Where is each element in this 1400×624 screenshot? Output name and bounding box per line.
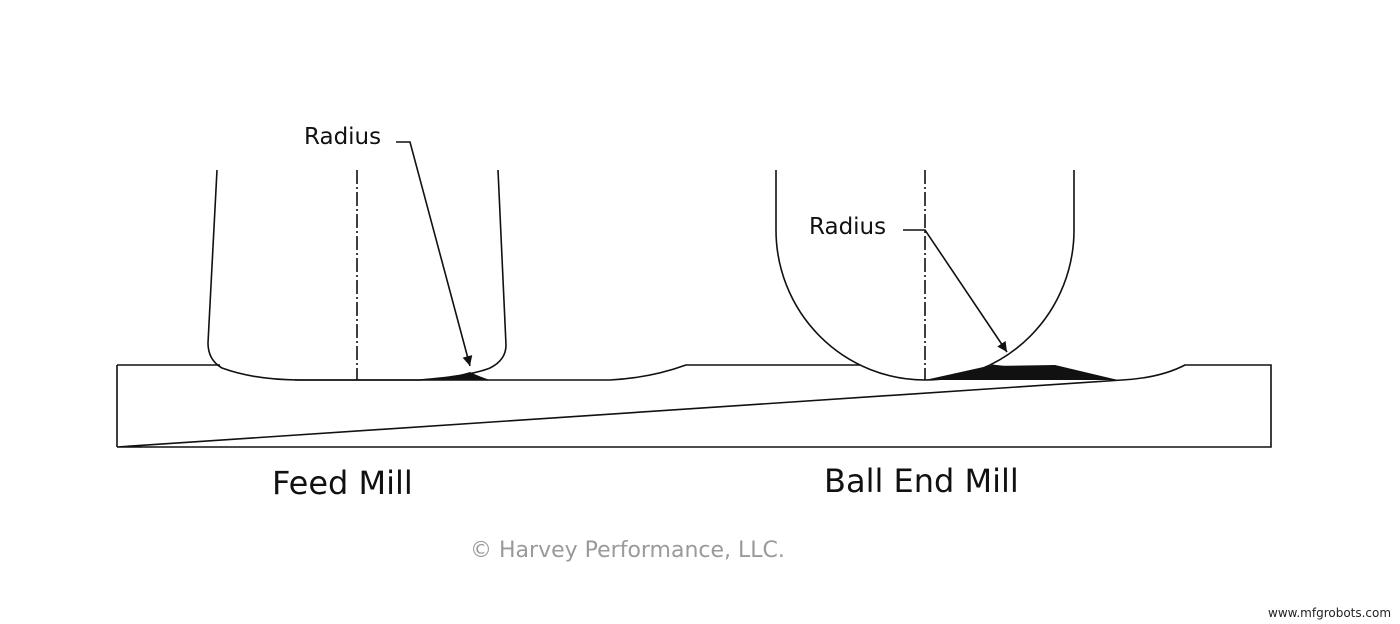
ball-end-mill-radius-leader	[903, 229, 1008, 353]
feed-mill-radius-leader	[396, 141, 473, 367]
feed-mill-scallop	[420, 372, 490, 380]
feed-mill-radius-label: Radius	[304, 124, 382, 150]
feed-mill-caption: Feed Mill	[272, 464, 413, 502]
feed-mill-tool	[207, 169, 507, 381]
copyright-notice: © Harvey Performance, LLC.	[470, 538, 785, 563]
ball-end-mill-scallop	[925, 365, 1118, 380]
watermark: www.mfgrobots.com	[1268, 606, 1392, 620]
ball-end-mill-caption: Ball End Mill	[824, 462, 1019, 500]
ball-end-mill-radius-label: Radius	[809, 214, 887, 240]
workpiece	[116, 364, 1272, 448]
